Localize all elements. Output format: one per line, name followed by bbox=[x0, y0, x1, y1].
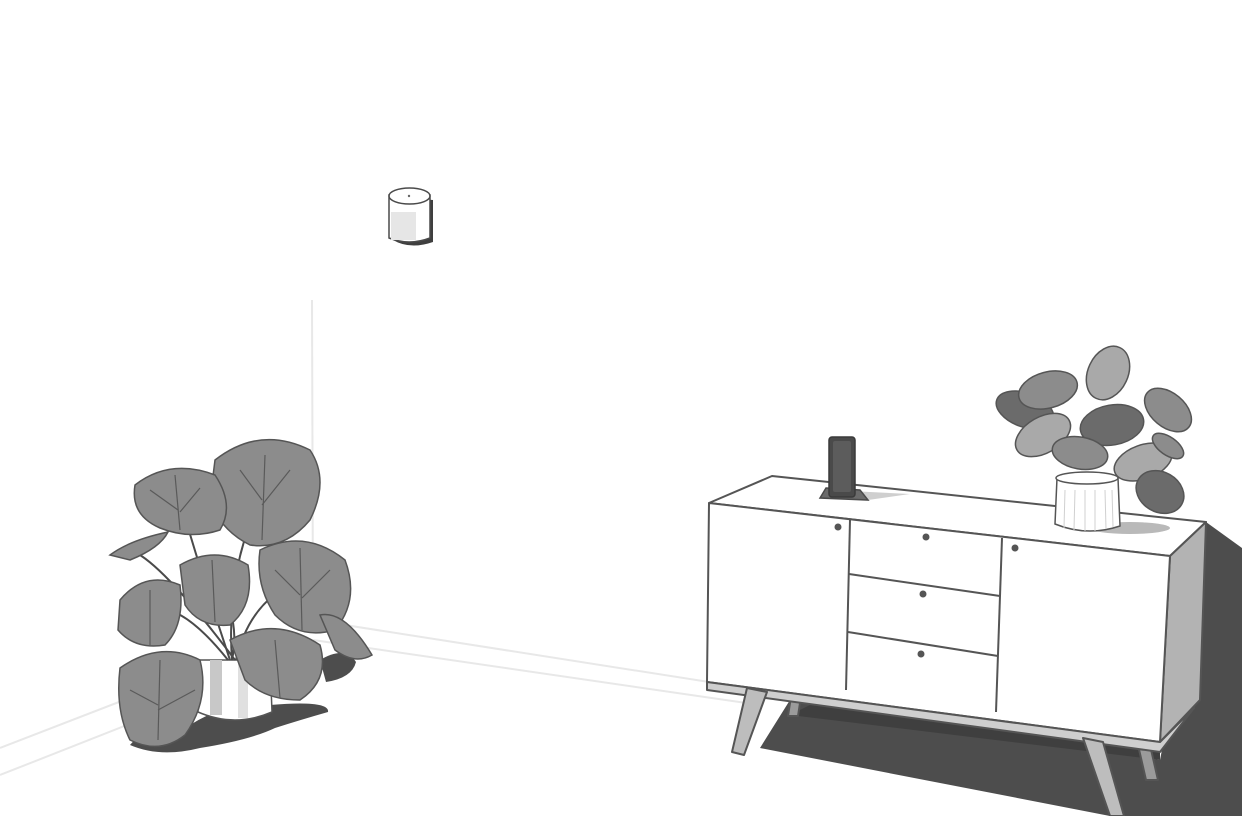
phone-on-stand-icon[interactable] bbox=[818, 436, 910, 501]
room-lines bbox=[0, 299, 761, 776]
potted-calathea-icon[interactable] bbox=[991, 339, 1200, 532]
plant-shadow bbox=[130, 703, 329, 753]
plant-shadow-right bbox=[320, 652, 356, 682]
wall-sensor-icon[interactable] bbox=[388, 187, 433, 246]
monstera-plant-icon[interactable] bbox=[108, 438, 374, 748]
